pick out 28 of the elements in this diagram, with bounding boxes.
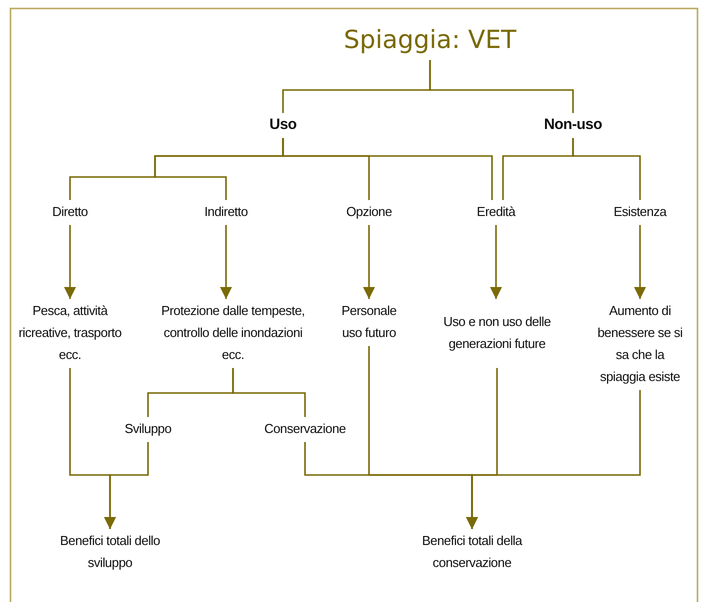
outcome-label: Sviluppo (124, 420, 172, 438)
connector-line (282, 138, 493, 200)
value-type-label: Indiretto (204, 203, 248, 221)
value-type-label: Opzione (346, 203, 392, 221)
arrow (466, 390, 641, 529)
connector-line (429, 60, 574, 113)
value-type-label: Diretto (52, 203, 88, 221)
outcome-label: Conservazione (264, 420, 346, 438)
category-label: Uso (269, 115, 297, 135)
description-text: Uso e non uso delle generazioni future (442, 313, 552, 353)
arrow (634, 225, 646, 299)
total-benefit-text: Benefici totali dello sviluppo (60, 532, 160, 572)
description-text: Protezione dalle tempeste, controllo delle inondazioni ecc. (160, 302, 306, 364)
root-node-label: Spiaggia: VET (344, 24, 516, 56)
value-type-label: Esistenza (614, 203, 666, 221)
description-text: Personale uso futuro (340, 302, 398, 342)
arrow (490, 225, 502, 299)
description-text: Pesca, attività ricreative, trasporto ecc. (18, 302, 122, 364)
arrow (220, 225, 232, 299)
value-type-label: Eredità (476, 203, 516, 221)
total-benefit-text: Benefici totali della conservazione (421, 532, 524, 572)
description-text: Aumento di benessere se si sa che la spiaggia esiste (596, 302, 684, 386)
category-label: Non-uso (544, 115, 602, 135)
connector-line (572, 138, 641, 200)
arrow (104, 442, 149, 529)
arrow (64, 225, 76, 299)
arrow (363, 225, 375, 299)
connector-line (232, 368, 306, 417)
